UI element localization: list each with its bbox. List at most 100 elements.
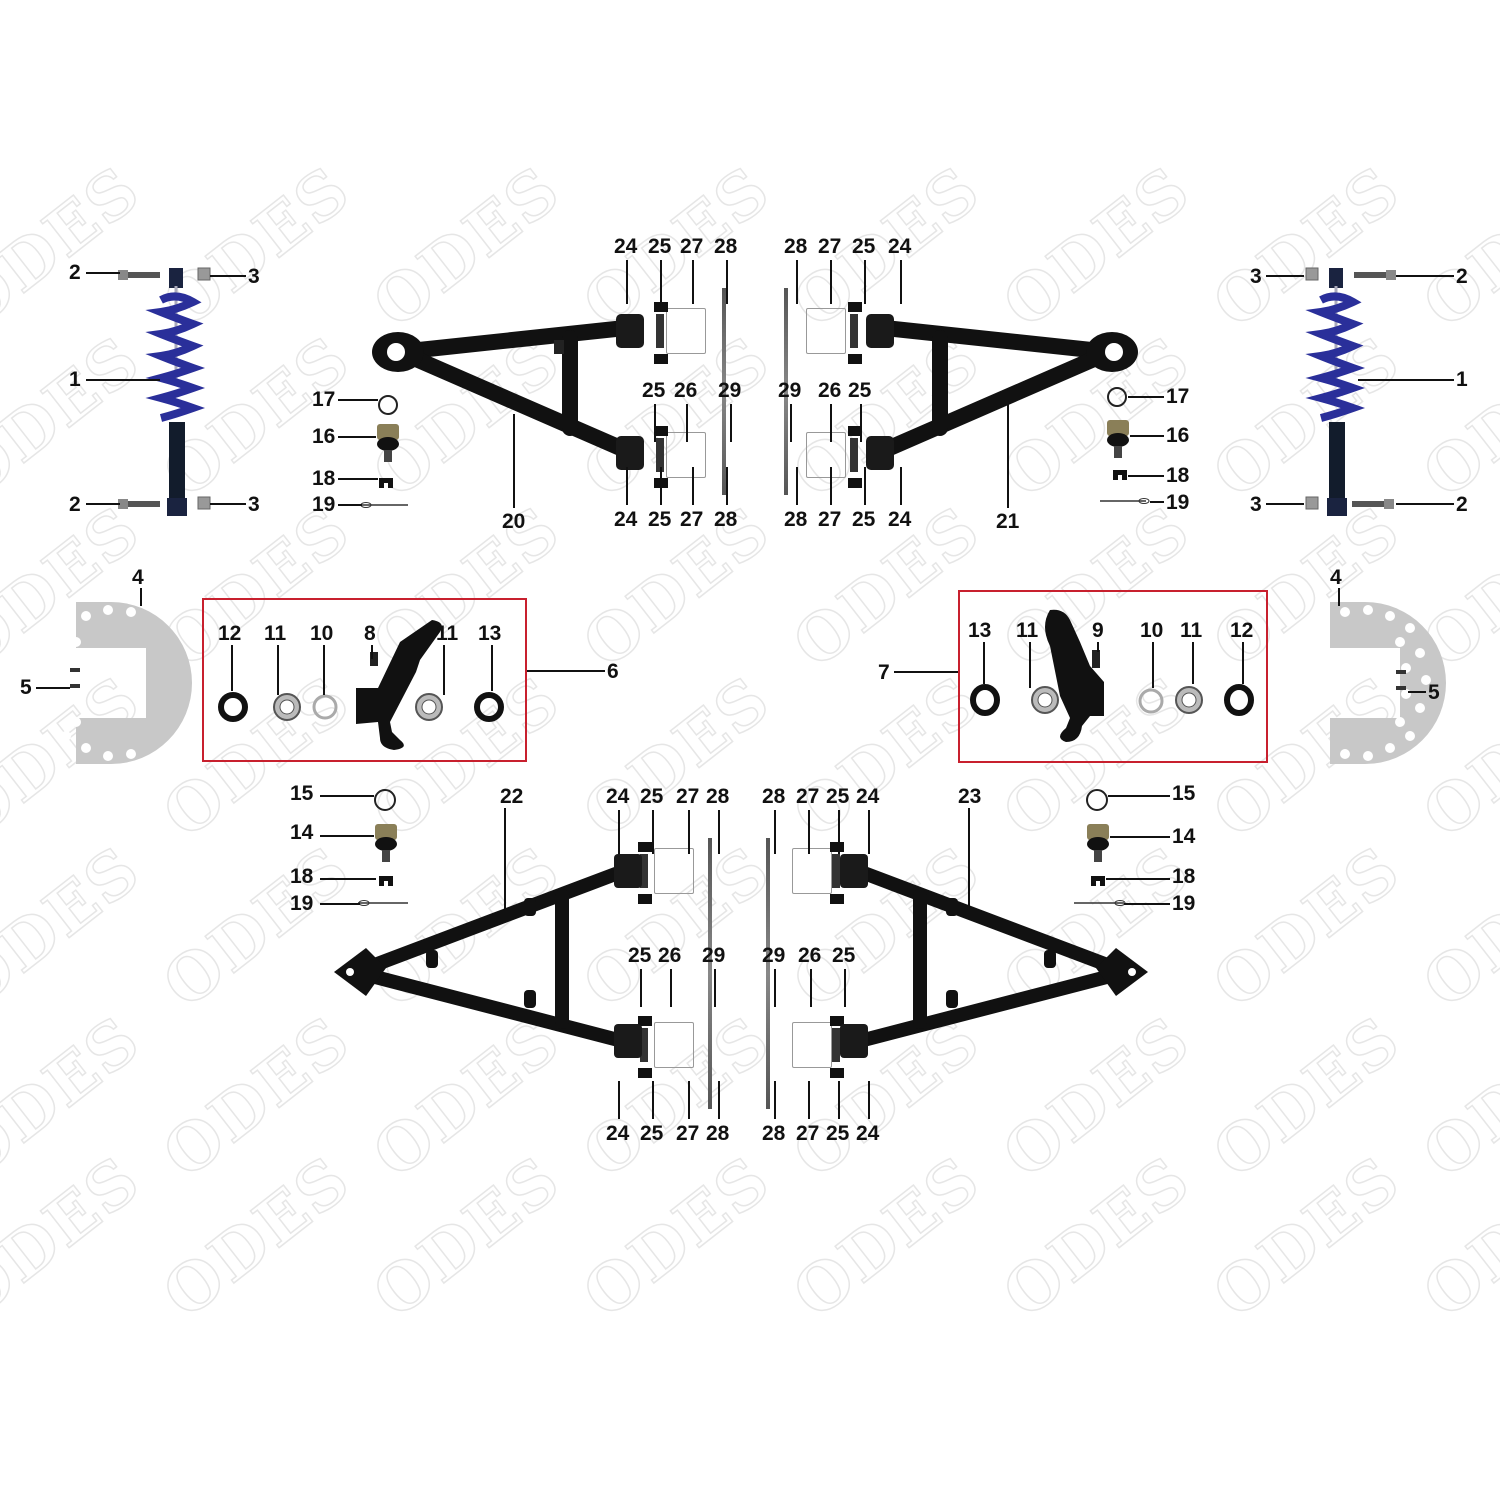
callout-label: 12 [218,622,242,645]
watermark-text: ODES [569,1141,786,1334]
bushing-sleeve-icon [656,314,664,348]
castle-nut-icon [1091,876,1105,886]
leader-line [640,969,642,1007]
ball-joint-icon [375,824,397,862]
callout-label: 26 [674,379,698,402]
leader-line [626,467,628,505]
leader-line [796,260,798,304]
callout-label: 5 [20,676,32,699]
pivot-bolt-icon [766,838,770,1109]
callout-label: 28 [762,785,786,808]
leader-line [730,404,732,442]
bracket-spacer-icon [792,848,832,894]
callout-label: 10 [1140,619,1164,642]
watermark-text: ODES [0,321,155,514]
callout-label: 11 [1180,619,1203,642]
bushing-cap-icon [638,894,652,904]
cotter-pin-icon [1074,900,1126,906]
callout-label: 2 [69,261,81,284]
watermark-text: ODES [1199,831,1416,1024]
watermark-text: ODES [1409,1001,1500,1194]
leader-line [686,404,688,442]
callout-label: 21 [996,510,1020,533]
spacer-ring-icon [1138,688,1164,714]
watermark-text: ODES [1409,1141,1500,1334]
nut-icon [1305,496,1319,510]
watermark-text: ODES [359,1141,576,1334]
callout-label: 18 [1166,464,1190,487]
callout-label: 3 [1250,265,1262,288]
callout-label: 14 [290,821,314,844]
leader-line [864,260,866,304]
bracket-spacer-icon [806,308,846,354]
bushing-cap-icon [848,426,862,436]
leader-line [660,260,662,304]
bushing-cap-icon [654,354,668,364]
callout-label: 27 [676,785,700,808]
watermark-text: ODES [1199,1141,1416,1334]
callout-label: 26 [798,944,822,967]
bushing-sleeve-icon [850,314,858,348]
watermark-text: ODES [0,151,155,344]
callout-label: 27 [818,508,842,531]
bearing-icon [415,693,443,721]
callout-label: 28 [784,508,808,531]
callout-label: 28 [784,235,808,258]
leader-line [718,1081,720,1119]
callout-label: 24 [888,235,912,258]
a-arm-icon [866,314,1138,470]
leader-line [864,467,866,505]
callout-label: 25 [648,235,672,258]
callout-label: 25 [640,1122,664,1145]
leader-line [652,1081,654,1119]
callout-label: 25 [852,235,876,258]
callout-label: 28 [762,1122,786,1145]
bushing-sleeve-icon [832,854,840,888]
leader-line [830,404,832,442]
callout-label: 28 [714,235,738,258]
brake-disc-icon [1330,602,1446,764]
callout-label: 16 [1166,424,1190,447]
watermark-text: ODES [569,661,786,854]
callout-label: 25 [628,944,652,967]
callout-label: 25 [640,785,664,808]
callout-label: 11 [264,622,287,645]
oil-seal-icon [474,692,504,722]
callout-label: 24 [614,235,638,258]
bushing-sleeve-icon [850,438,858,472]
callout-label: 2 [69,493,81,516]
callout-label: 6 [607,660,619,683]
callout-label: 29 [702,944,726,967]
bushing-cap-icon [830,842,844,852]
cotter-pin-icon [360,502,408,508]
callout-label: 27 [680,508,704,531]
oil-seal-icon [218,692,248,722]
callout-label: 19 [1166,491,1190,514]
bolt-icon [118,499,160,509]
leader-line [900,260,902,304]
callout-label: 7 [878,661,890,684]
bushing-cap-icon [638,1068,652,1078]
leader-line [868,810,870,854]
leader-line [688,1081,690,1119]
callout-label: 22 [500,785,524,808]
callout-label: 13 [968,619,992,642]
callout-label: 12 [1230,619,1254,642]
leader-line [774,969,776,1007]
watermark-text: ODES [0,1001,155,1194]
leader-line [774,810,776,854]
watermark-text: ODES [779,1141,996,1334]
callout-label: 13 [478,622,502,645]
bushing-cap-icon [848,354,862,364]
callout-label: 16 [312,425,336,448]
spacer-ring-icon [312,694,338,720]
callout-label: 10 [310,622,334,645]
callout-label: 29 [778,379,802,402]
leader-line [868,1081,870,1119]
bolt-icon [1354,270,1396,280]
callout-label: 24 [856,785,880,808]
callout-label: 3 [248,265,260,288]
leader-line [692,467,694,505]
ball-joint-icon [377,424,399,462]
